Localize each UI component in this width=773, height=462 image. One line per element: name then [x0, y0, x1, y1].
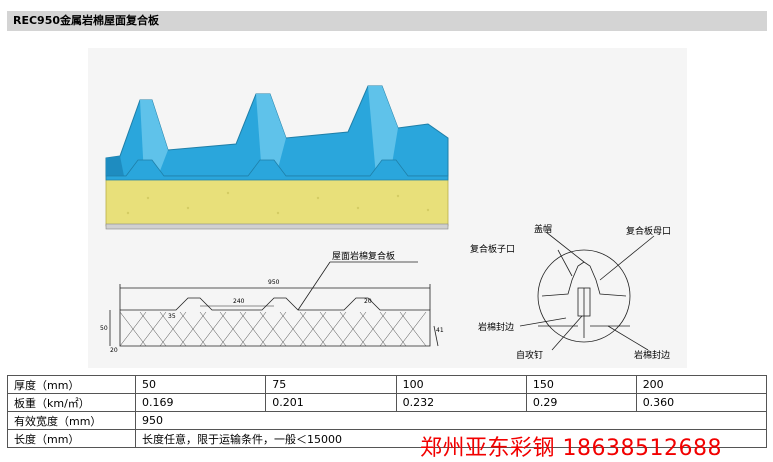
label-cap: 盖帽 — [534, 223, 552, 235]
dim-35: 35 — [168, 313, 176, 320]
table-cell: 0.29 — [525, 393, 637, 412]
page-title: REC950金属岩棉屋面复合板 — [7, 11, 767, 31]
table-cell: 150 — [525, 375, 637, 394]
table-row: 长度（mm） 长度任意，限于运输条件，一般＜15000 — [7, 429, 767, 448]
watermark-text: 郑州亚东彩钢 18638512688 — [420, 436, 722, 461]
table-cell: 0.360 — [635, 393, 768, 412]
table-row: 有效宽度（mm） 950 — [7, 411, 767, 430]
table-cell: 长度任意，限于运输条件，一般＜15000 — [135, 429, 767, 448]
label-seal-right: 岩棉封边 — [634, 349, 670, 361]
table-row: 厚度（mm） 50 75 100 150 200 — [7, 375, 768, 394]
row-header-weight: 板重（km/㎡） — [7, 393, 136, 412]
row-header-thickness: 厚度（mm） — [7, 375, 136, 394]
dim-20-top: 20 — [364, 298, 372, 305]
table-row: 板重（km/㎡） 0.169 0.201 0.232 0.29 0.360 — [7, 393, 768, 412]
table-cell: 50 — [134, 375, 267, 394]
spec-table: 厚度（mm） 50 75 100 150 200 板重（km/㎡） 0.169 … — [7, 375, 768, 448]
dim-20-bottom: 20 — [110, 347, 118, 354]
row-header-length: 长度（mm） — [7, 429, 136, 448]
section-drawing — [109, 261, 439, 347]
dim-950: 950 — [268, 279, 280, 286]
table-cell: 0.232 — [395, 393, 527, 412]
table-cell: 0.201 — [265, 393, 397, 412]
dim-50: 50 — [100, 325, 108, 332]
table-cell: 75 — [265, 375, 397, 394]
table-cell: 950 — [135, 411, 767, 430]
joint-detail — [519, 231, 655, 351]
label-female-joint: 复合板母口 — [626, 225, 671, 237]
rockwool-core-front — [105, 175, 449, 227]
product-figure: 屋面岩棉复合板 950 240 20 35 50 41 20 盖帽 复合板子口 … — [88, 48, 687, 368]
label-seal-left: 岩棉封边 — [478, 321, 514, 333]
dim-41: 41 — [436, 327, 444, 334]
label-male-joint: 复合板子口 — [470, 243, 515, 255]
table-cell: 200 — [635, 375, 768, 394]
row-header-effective-width: 有效宽度（mm） — [7, 411, 136, 430]
dim-240: 240 — [233, 298, 245, 305]
panel-illustration-svg: 屋面岩棉复合板 950 240 20 35 50 41 20 盖帽 复合板子口 … — [100, 85, 671, 361]
table-cell: 0.169 — [134, 393, 267, 412]
table-cell: 100 — [395, 375, 527, 394]
section-label: 屋面岩棉复合板 — [332, 250, 395, 262]
label-screw: 自攻钉 — [516, 349, 543, 361]
